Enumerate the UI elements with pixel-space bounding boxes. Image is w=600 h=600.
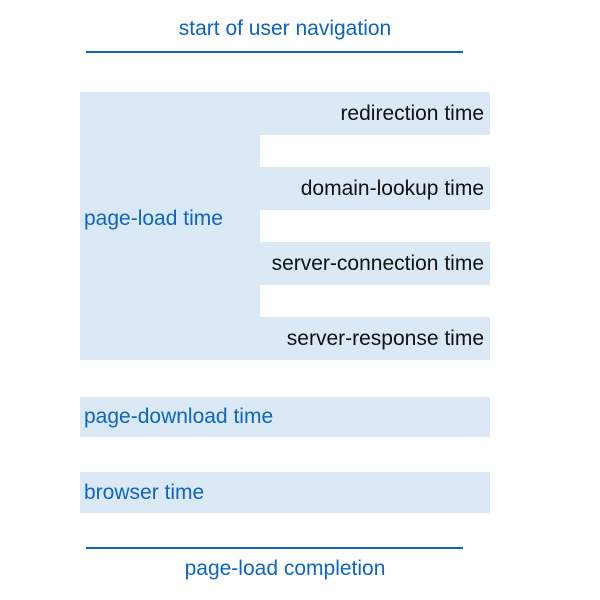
phase-server-connection-time: server-connection time <box>260 242 490 285</box>
page-load-time-box: page-load time redirection time domain-l… <box>80 92 490 360</box>
page-download-time-bar: page-download time <box>80 397 490 437</box>
diagram-container: start of user navigation page-load time … <box>80 0 490 600</box>
start-of-user-navigation-label: start of user navigation <box>178 17 392 40</box>
phase-gap <box>260 135 490 167</box>
phase-label: redirection time <box>340 101 484 125</box>
start-line <box>86 51 463 53</box>
phase-redirection-time: redirection time <box>260 92 490 135</box>
phase-server-response-time: server-response time <box>260 317 490 360</box>
phase-label: domain-lookup time <box>300 176 484 200</box>
browser-time-label: browser time <box>84 480 205 504</box>
phase-gap <box>260 285 490 317</box>
phase-column: redirection time domain-lookup time serv… <box>260 92 490 360</box>
page-download-time-label: page-download time <box>84 405 274 428</box>
phase-gap <box>260 210 490 242</box>
phase-domain-lookup-time: domain-lookup time <box>260 167 490 210</box>
page-load-time-label: page-load time <box>84 207 223 230</box>
phase-label: server-response time <box>286 326 484 350</box>
page-load-completion-label: page-load completion <box>184 557 386 580</box>
browser-time-bar: browser time <box>80 472 490 513</box>
phase-label: server-connection time <box>271 251 484 275</box>
completion-line <box>86 547 463 549</box>
